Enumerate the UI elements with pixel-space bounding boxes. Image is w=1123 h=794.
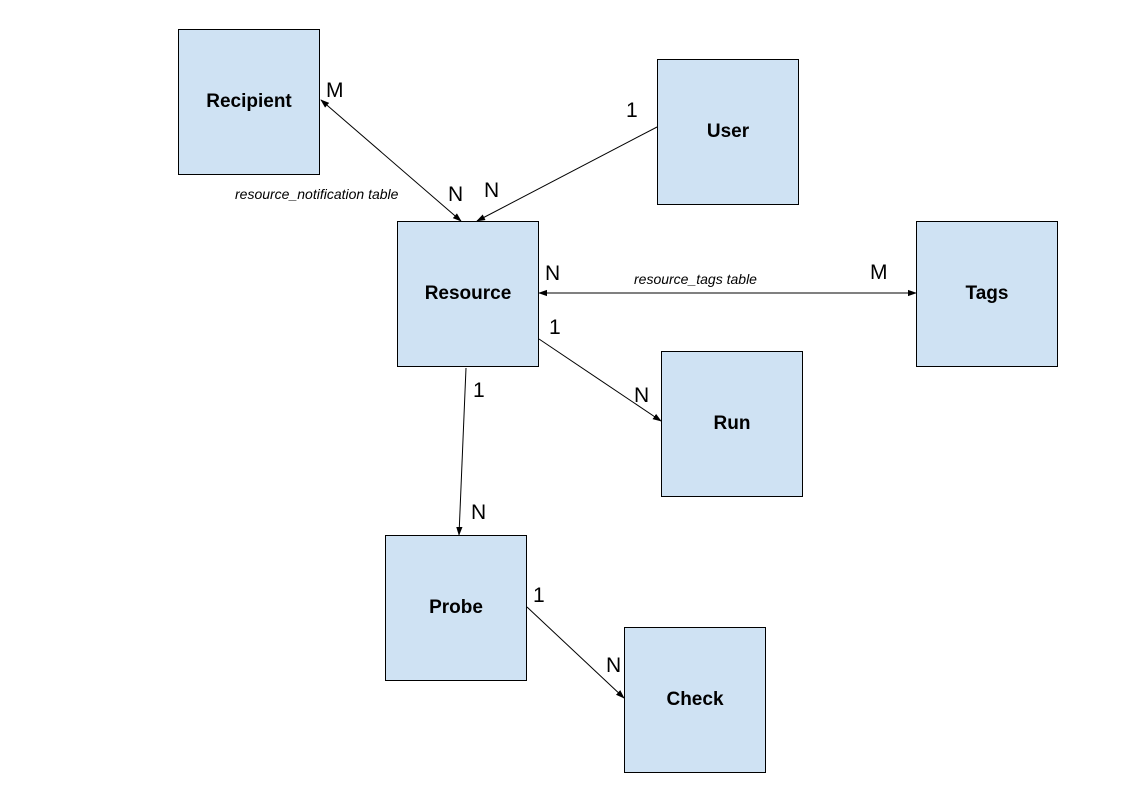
resource-run-connector [538, 338, 662, 422]
run-entity[interactable]: Run [661, 351, 803, 497]
probe-check-connector [526, 606, 625, 699]
recipient-label: Recipient [206, 91, 292, 112]
tags-label: Tags [965, 283, 1009, 304]
run-cardinality: N [634, 384, 650, 407]
resource-tags-label: resource_tags table [634, 271, 757, 287]
recipient-resource-connector [320, 99, 462, 222]
check-cardinality: N [606, 654, 622, 677]
resource-user-cardinality: N [484, 179, 500, 202]
resource-entity[interactable]: Resource [397, 221, 539, 367]
run-label: Run [713, 413, 751, 434]
user-entity[interactable]: User [657, 59, 799, 205]
recipient-cardinality: M [326, 79, 344, 102]
resource-label: Resource [424, 283, 512, 304]
resource-notification-label: resource_notification table [235, 186, 399, 202]
resource-run-cardinality: 1 [549, 316, 561, 339]
tags-entity[interactable]: Tags [916, 221, 1058, 367]
resource-probe-cardinality: 1 [473, 379, 485, 402]
probe-check-cardinality: 1 [533, 584, 545, 607]
recipient-entity[interactable]: Recipient [178, 29, 320, 175]
probe-label: Probe [429, 597, 483, 618]
resource-recipient-cardinality: N [448, 183, 464, 206]
check-entity[interactable]: Check [624, 627, 766, 773]
resource-tags-cardinality: N [545, 262, 561, 285]
user-resource-connector [476, 126, 658, 222]
resource-probe-connector [456, 367, 467, 536]
probe-entity[interactable]: Probe [385, 535, 527, 681]
tags-cardinality: M [870, 261, 888, 284]
user-label: User [706, 121, 750, 142]
user-cardinality: 1 [626, 99, 638, 122]
check-label: Check [666, 689, 724, 710]
probe-cardinality: N [471, 501, 487, 524]
